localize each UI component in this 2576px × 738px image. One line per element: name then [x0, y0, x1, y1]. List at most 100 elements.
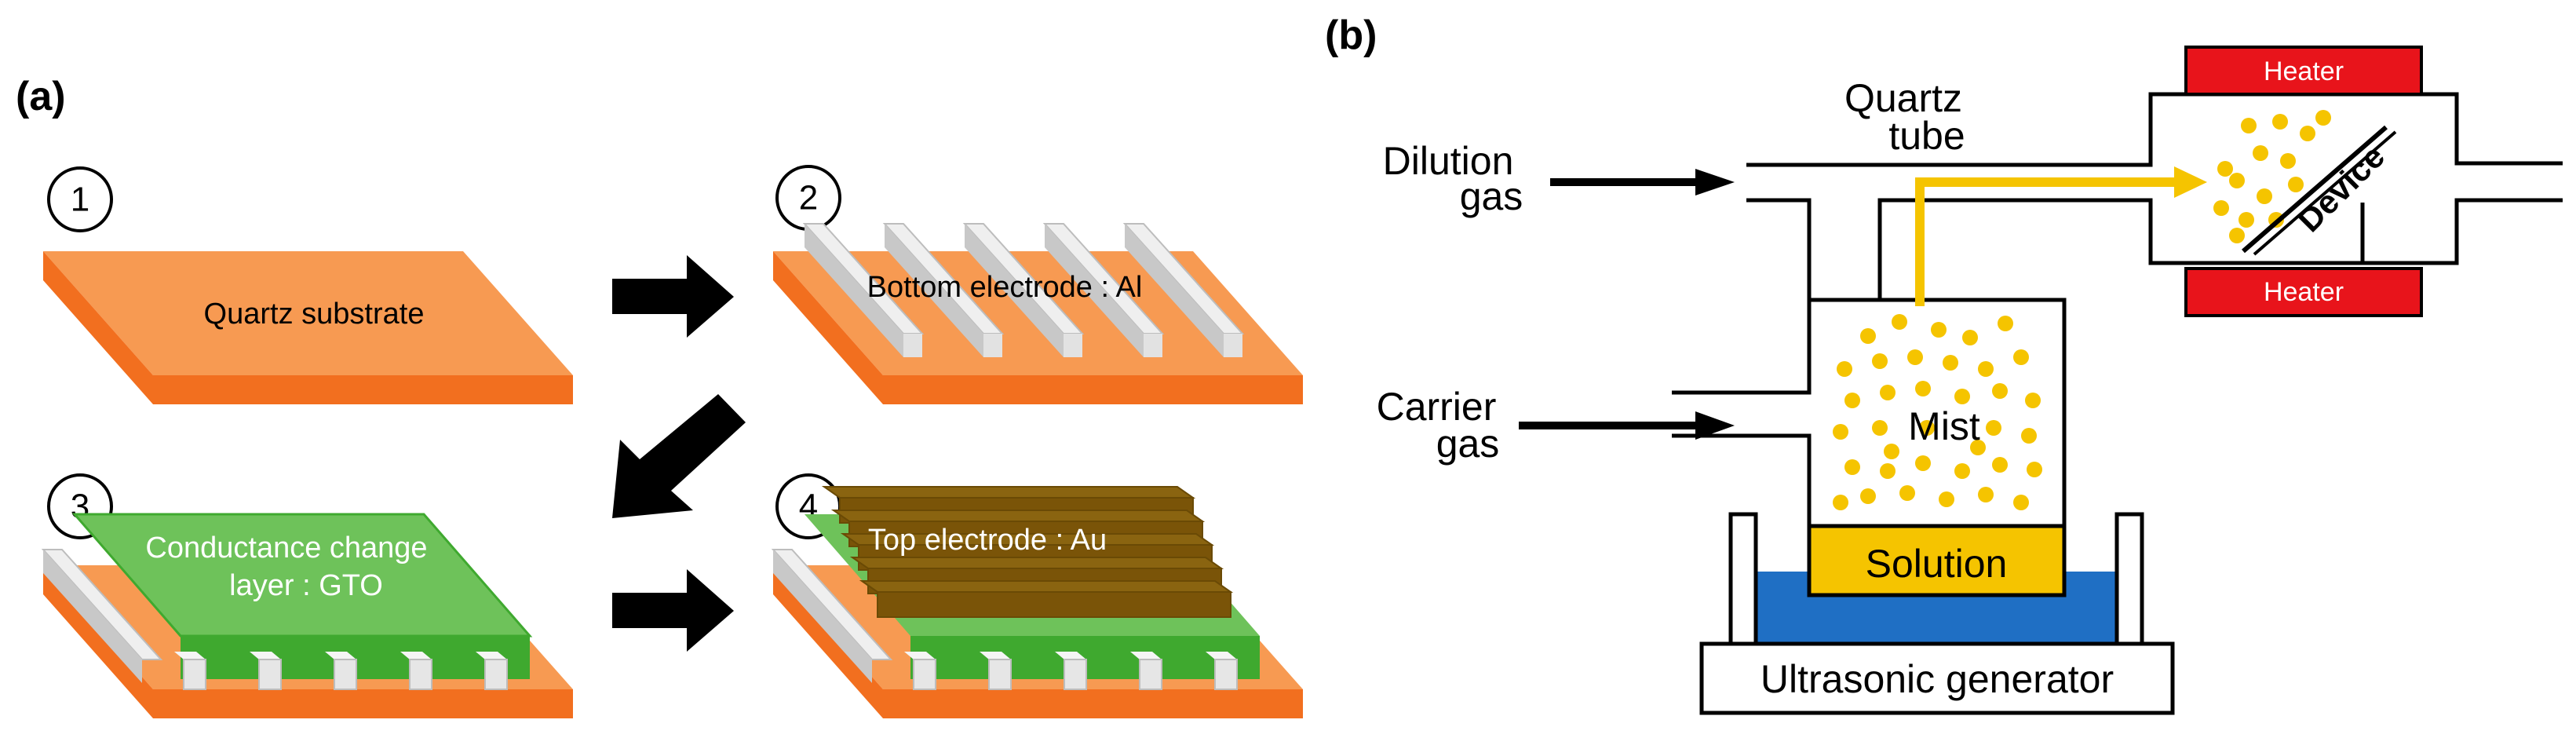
step-1-caption: Quartz substrate [204, 298, 425, 331]
al-strip-front [1224, 334, 1242, 357]
substrate-front [883, 689, 1303, 718]
al-strip-end-top [250, 652, 281, 659]
top-electrode-strips [821, 486, 1234, 618]
deposition-particle [2300, 126, 2315, 141]
carrier-gas-label-line2: gas [1436, 422, 1500, 466]
mist-particle [1943, 355, 1958, 371]
mist-particle [1907, 349, 1923, 365]
deposition-particle [2238, 212, 2254, 228]
al-strip-end [1064, 659, 1087, 690]
mist-particle [1939, 491, 1954, 507]
heater-bottom-label: Heater [2264, 277, 2344, 307]
mist-particle [1872, 420, 1888, 436]
deposition-particle [2272, 114, 2288, 130]
heater-top [2184, 46, 2423, 96]
step-1-number: 1 [71, 181, 89, 219]
al-strip-side [1125, 224, 1224, 357]
au-strip-top [830, 510, 1206, 522]
mist-particle [1860, 328, 1876, 344]
al-strip-front [903, 334, 922, 357]
dilution-gas-label-line2: gas [1460, 174, 1523, 218]
mist-particle [1919, 420, 1935, 436]
al-strip-side [43, 550, 142, 683]
al-strip [41, 549, 163, 660]
quartz-substrate-top [43, 251, 573, 375]
gto-layer-top [71, 513, 533, 638]
dilution-gas-label-line1: Dilution [1383, 139, 1514, 183]
deposition-particle [2257, 188, 2272, 204]
step-3-caption-line1: Conductance change [145, 532, 427, 564]
al-strip-end [484, 659, 508, 690]
step-2-number: 2 [799, 179, 818, 217]
al-strip-end-top [904, 652, 936, 659]
mist-particle [1872, 353, 1888, 369]
mist-particle [1970, 440, 1986, 455]
ultrasonic-generator [1699, 641, 2175, 715]
al-strip [771, 549, 893, 660]
al-strip-end-top [476, 652, 507, 659]
arrow-step-2-to-3 [612, 394, 746, 518]
mist-particle [1899, 485, 1915, 501]
al-strip-end-top [1055, 652, 1086, 659]
bath-vessel [1728, 512, 2144, 644]
mist-particle [2013, 349, 2029, 365]
deposition-particle [2315, 110, 2331, 126]
mist-particle [2027, 462, 2042, 477]
mist-particle [1978, 361, 1994, 377]
deposition-particle [2213, 200, 2229, 216]
deposition-particle [2253, 145, 2268, 161]
bottom-electrode-ends [904, 652, 1238, 690]
mist-particle [2025, 393, 2041, 408]
al-strip-end-top [1130, 652, 1162, 659]
mist-particle [1860, 488, 1876, 504]
bottom-electrode-ends [174, 652, 508, 690]
deposition-particle [2217, 161, 2233, 177]
solution [1807, 524, 2067, 597]
au-strip-top [849, 557, 1224, 569]
mist-particle [1962, 330, 1978, 345]
mist-particle [1884, 444, 1899, 459]
al-strip-front [983, 334, 1002, 357]
mist-label: Mist [1908, 404, 1980, 448]
al-strip-end-top [400, 652, 432, 659]
mist-particle [1915, 455, 1931, 471]
al-strip-end [988, 659, 1012, 690]
mist-particle [1833, 495, 1848, 510]
al-strip-end-top [325, 652, 356, 659]
quartz-tube-label-line2: tube [1888, 114, 1965, 158]
tube-bottom-wall-left [1746, 198, 1812, 300]
deposition-particle [2241, 118, 2257, 133]
quartz-substrate-side [43, 251, 153, 404]
substrate-side [773, 251, 883, 404]
al-strip-end [1214, 659, 1238, 690]
al-strip-side [805, 224, 903, 357]
deposition-particle [2229, 173, 2245, 188]
au-strip-top [821, 486, 1196, 499]
mist-particle [1915, 381, 1931, 396]
bottom-electrode-strips [771, 549, 893, 683]
al-strip-end [913, 659, 936, 690]
mist-particle [1844, 393, 1860, 408]
device-substrate-edge [2253, 130, 2397, 256]
carrier-gas-arrow [1519, 411, 1735, 440]
au-strip-top [859, 580, 1234, 593]
solution-label: Solution [1866, 542, 2008, 586]
mist-particle [1986, 420, 2001, 436]
al-strip-end [258, 659, 282, 690]
substrate-front [153, 689, 573, 718]
al-strip-end-top [174, 652, 206, 659]
mist-particle [1880, 385, 1896, 400]
mist-particle [1837, 361, 1852, 377]
step-1-number-circle [47, 166, 113, 232]
tube-bottom-wall-right [1877, 198, 2563, 300]
mist-particle [1833, 424, 1848, 440]
al-strip-end [1139, 659, 1162, 690]
mist-particle [1844, 459, 1860, 475]
heater-bottom [2184, 267, 2423, 317]
au-strip-front [877, 591, 1231, 618]
mist-particle [1931, 322, 1947, 338]
device-substrate [2242, 125, 2388, 254]
mist-particle [1992, 383, 2008, 399]
